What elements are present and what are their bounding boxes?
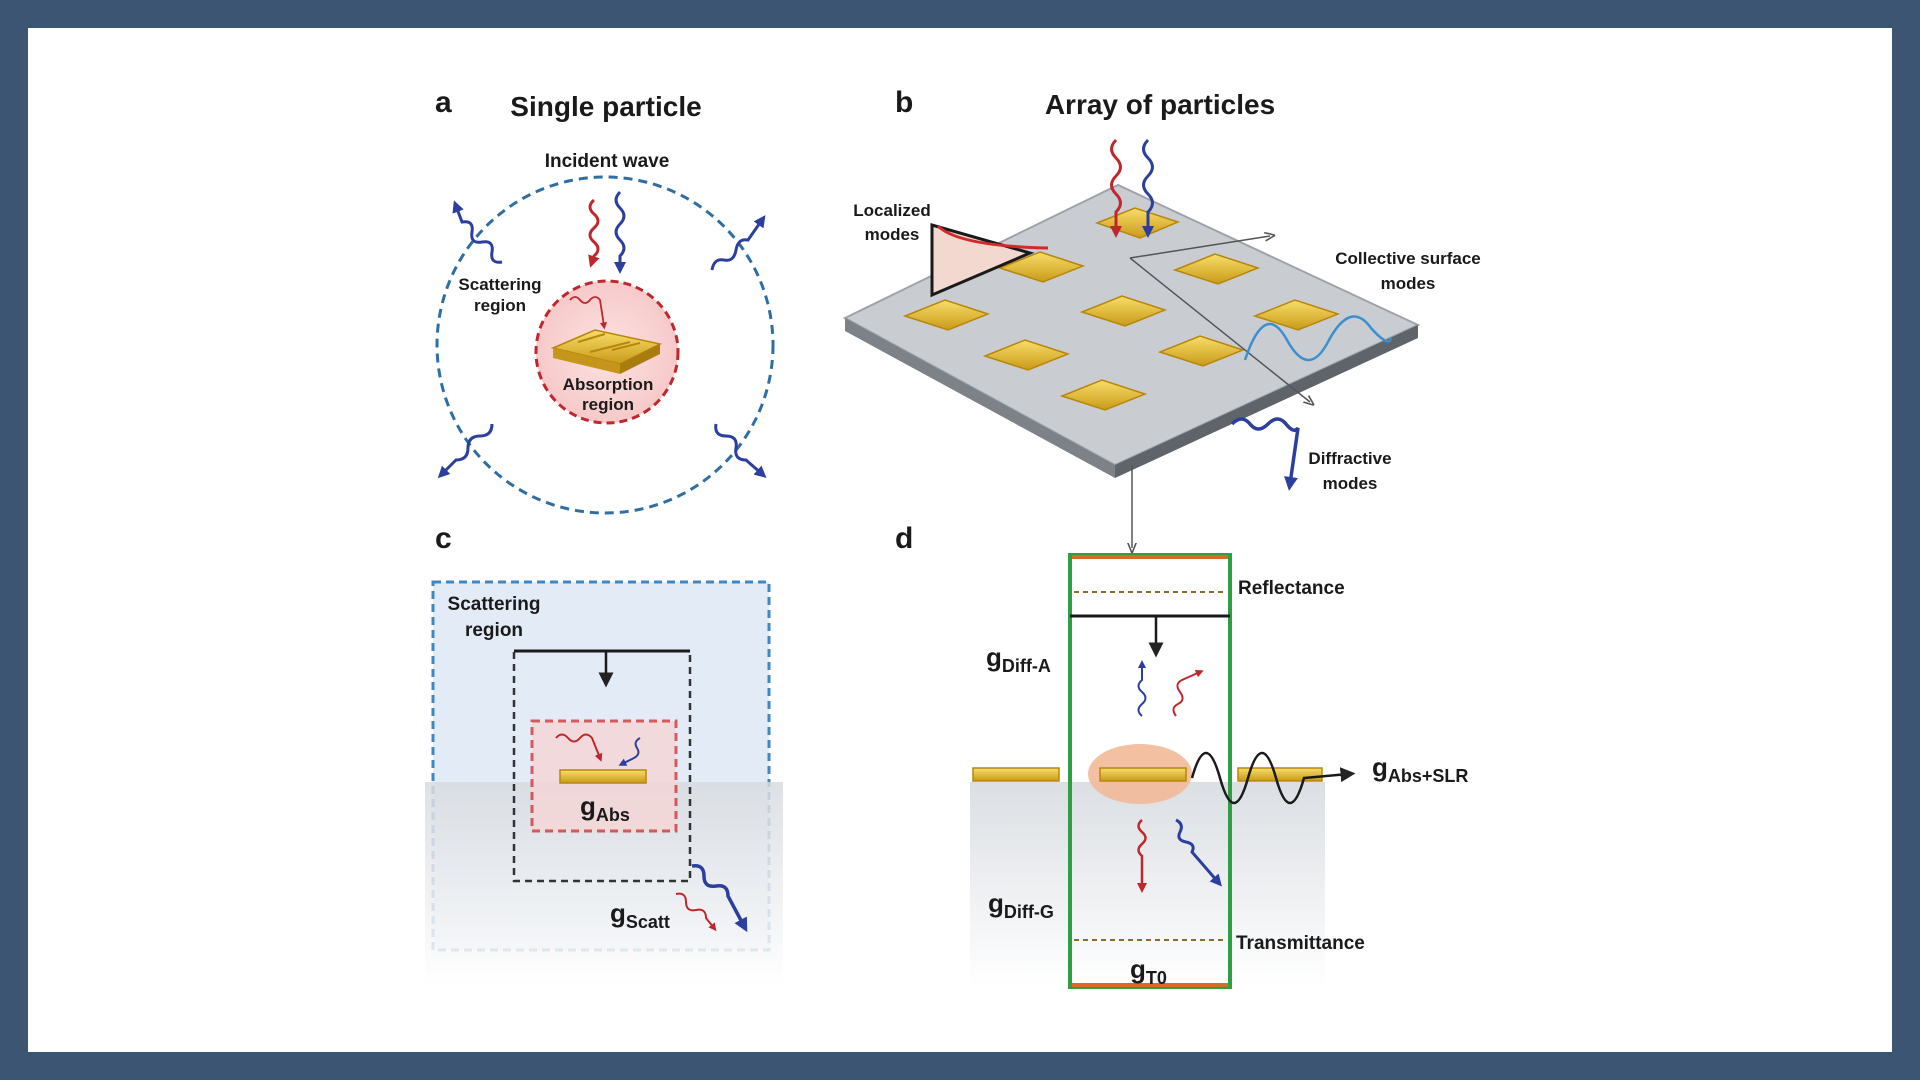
figure-card xyxy=(28,28,1892,1052)
localized-label-line2: modes xyxy=(865,225,920,244)
incident-wave-label: Incident wave xyxy=(545,151,670,172)
localized-modes-triangle xyxy=(930,223,1035,298)
collective-label-line2: modes xyxy=(1381,274,1436,293)
panel-c-letter: c xyxy=(435,522,452,555)
slr-surface-wave xyxy=(1190,752,1356,804)
incident-red-wave xyxy=(588,198,600,268)
g-t0-label: gT0 xyxy=(1130,954,1167,988)
nanoparticle xyxy=(550,329,663,374)
scattered-red-wave-c xyxy=(675,892,717,932)
collective-surface-wave xyxy=(1243,315,1393,362)
scattering-label-line1: Scattering xyxy=(458,275,541,294)
panel-a-letter: a xyxy=(435,86,452,119)
particle-d-center xyxy=(1099,767,1187,782)
diffractive-label-line2: modes xyxy=(1323,474,1378,493)
absorption-label-line1: Absorption xyxy=(563,375,654,394)
localized-modes-decay-curve xyxy=(936,224,1049,250)
g-diff-g-label: gDiff-G xyxy=(988,888,1054,922)
panel-d: d Reflectance Transmittance gDiff-A gDif… xyxy=(895,522,1468,989)
particle-array xyxy=(902,207,1341,411)
scattering-region-circle xyxy=(435,175,775,515)
absorbed-red-wave-c xyxy=(555,733,603,762)
substrate-side-left xyxy=(845,318,1115,478)
particle-d-right xyxy=(1237,767,1323,782)
substrate-side-right xyxy=(1115,325,1418,478)
array-incident-red-wave xyxy=(1110,138,1122,238)
axis-collective-lower xyxy=(1129,257,1310,402)
panel-d-letter: d xyxy=(895,522,913,555)
transmittance-label: Transmittance xyxy=(1236,933,1365,954)
collective-label-line1: Collective surface xyxy=(1335,249,1481,268)
scattered-blue-wave-c xyxy=(691,863,748,933)
substrate-shading-d xyxy=(970,782,1325,987)
panel-a: a Single particle Incident wave Scatteri… xyxy=(435,86,775,515)
array-incident-blue-wave xyxy=(1142,138,1154,238)
absorbed-red-wave xyxy=(569,296,608,330)
diff-g-red-wave xyxy=(1137,819,1147,893)
g-diff-a-label: gDiff-A xyxy=(986,642,1051,676)
scattered-wave-upper-left xyxy=(452,200,503,264)
panel-b-title: Array of particles xyxy=(1045,89,1275,120)
panel-a-title: Single particle xyxy=(510,91,701,122)
g-abs-label: gAbs xyxy=(580,791,630,825)
scattering-box-label-line1: Scattering xyxy=(448,594,541,615)
panel-b-letter: b xyxy=(895,86,913,119)
diffractive-label-line1: Diffractive xyxy=(1308,449,1391,468)
localized-label-line1: Localized xyxy=(853,201,930,220)
scattered-wave-lower-right xyxy=(714,423,767,478)
scattered-wave-lower-left xyxy=(437,423,494,479)
diff-a-red-wave xyxy=(1172,669,1204,717)
absorbed-blue-wave-c xyxy=(618,737,641,766)
axis-collective-upper xyxy=(1129,236,1270,259)
diffractive-wave xyxy=(1230,417,1300,491)
diff-a-blue-wave xyxy=(1137,660,1147,717)
scattered-wave-upper-right xyxy=(710,215,766,271)
incident-blue-wave xyxy=(614,190,626,274)
nanoparticle-c xyxy=(559,769,647,784)
reflectance-label: Reflectance xyxy=(1238,578,1345,599)
g-abs-slr-label: gAbs+SLR xyxy=(1372,752,1468,786)
panel-c: c Scattering region gAbs gScatt xyxy=(425,522,783,987)
g-scatt-label: gScatt xyxy=(610,898,670,932)
scattering-label-line2: region xyxy=(474,296,526,315)
absorption-label-line2: region xyxy=(582,395,634,414)
diff-g-blue-wave xyxy=(1175,818,1222,887)
panel-b: b Array of particles Localized modes xyxy=(842,86,1481,548)
scattering-box-label-line2: region xyxy=(465,620,523,641)
particle-d-left xyxy=(972,767,1060,782)
